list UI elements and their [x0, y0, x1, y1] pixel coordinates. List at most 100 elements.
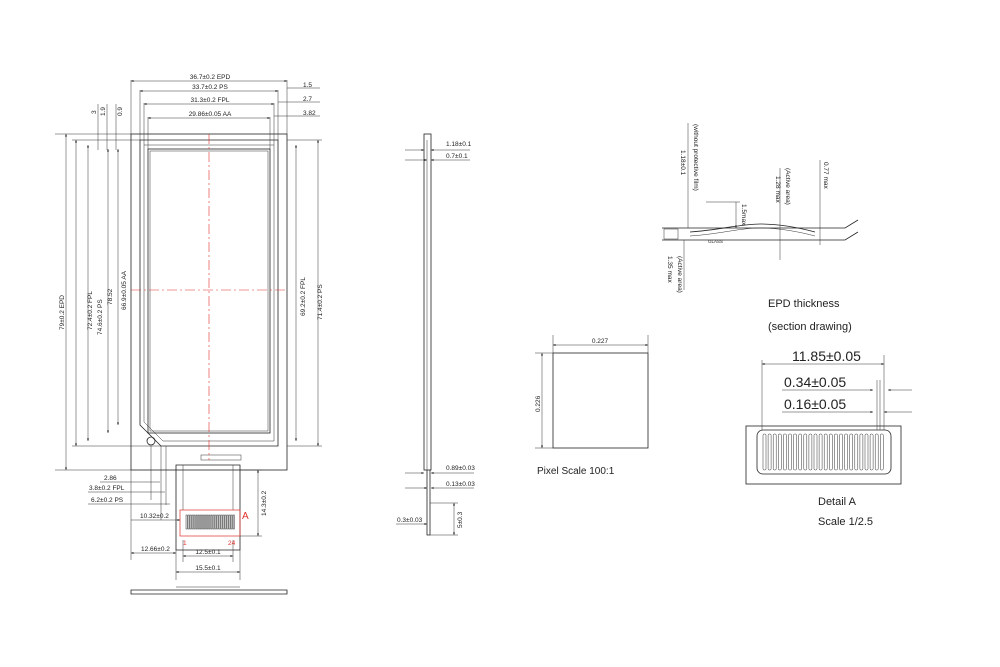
- detail-pin: [859, 433, 864, 471]
- detail-pin: [808, 433, 813, 471]
- detail-0-34: 0.34±0.05: [784, 374, 846, 390]
- fpc-contact: [204, 514, 206, 530]
- detail-11-85: 11.85±0.05: [792, 348, 861, 364]
- alignment-hole: [146, 436, 156, 446]
- side-dim-0-7: 0.7±0.1: [446, 153, 468, 160]
- fpl-outline: [143, 144, 275, 442]
- fpc-contact: [230, 514, 233, 530]
- detail-pin: [880, 433, 884, 471]
- detail-pin: [849, 433, 853, 471]
- dim-0-9: 0.9: [117, 107, 124, 116]
- dim-12-66-label: 12.66±0.2: [141, 546, 170, 553]
- side-panel: [423, 133, 432, 471]
- detail-title: Detail A: [818, 496, 857, 508]
- ps-outline: [139, 139, 279, 447]
- dim-3-82: 3.82: [303, 110, 316, 117]
- side-dim-1-18: 1.18±0.1: [446, 141, 472, 148]
- pixel-scale: 0.227 0.226 Pixel Scale 100:1: [535, 335, 649, 477]
- detail-pin: [818, 433, 823, 471]
- fpc-contact: [228, 514, 231, 530]
- dim-78-52-label: 78.52: [107, 288, 114, 305]
- fpc-contact: [206, 514, 208, 530]
- section-1-5-max: 1.5max: [740, 204, 747, 226]
- fpc-contact: [193, 514, 196, 530]
- epd-thickness-title: EPD thickness: [768, 298, 840, 310]
- pixel-height: 0.226: [535, 395, 542, 412]
- bottom-edge-view: [130, 589, 288, 595]
- side-fpc: [426, 470, 431, 536]
- detail-scale: Scale 1/2.5: [818, 516, 873, 528]
- detail-pin: [864, 433, 869, 471]
- dim-3: 3: [91, 110, 98, 114]
- fpc-contact: [222, 514, 225, 530]
- detail-pin: [793, 433, 797, 471]
- pixel-scale-label: Pixel Scale 100:1: [537, 466, 615, 477]
- fpc-contact: [220, 514, 223, 530]
- detail-pin: [874, 433, 879, 471]
- section-without-film: (without protective film): [692, 124, 699, 191]
- fpc-contacts: [185, 514, 235, 530]
- section-view: GLASS (without protective film) 1.18±0.1…: [662, 123, 859, 293]
- detail-pin: [762, 433, 767, 471]
- dim-fpl-width-label: 31.3±0.2 FPL: [191, 97, 230, 104]
- fpc-contact: [214, 514, 217, 530]
- detail-pin: [783, 433, 787, 471]
- fpc-contact: [187, 514, 190, 530]
- detail-a-callout: A: [242, 511, 249, 522]
- front-view: 36.7±0.2 EPD 33.7±0.2 PS 31.3±0.2 FPL 29…: [55, 74, 324, 595]
- detail-pin: [823, 433, 828, 471]
- dim-15-5-label: 15.5±0.1: [195, 565, 221, 572]
- dim-ps-height-right-label: 71.4±0.2 PS: [317, 284, 324, 320]
- detail-pin: [813, 433, 818, 471]
- detail-pin: [869, 433, 874, 471]
- detail-pin: [834, 433, 838, 471]
- dim-2-86: 2.86: [104, 475, 117, 482]
- detail-pins: [762, 433, 884, 471]
- fpc-stub: [200, 454, 242, 461]
- epd-thickness-subtitle: (section drawing): [768, 321, 852, 333]
- fpc-contact: [224, 514, 227, 530]
- pixel-square: [552, 352, 649, 449]
- dim-ps-width-label: 33.7±0.2 PS: [192, 84, 228, 91]
- fpc-contact: [185, 514, 188, 530]
- fpc-contact: [226, 514, 229, 530]
- dim-epd-width-label: 36.7±0.2 EPD: [190, 74, 231, 81]
- dim-10-32-label: 10.32±0.2: [140, 513, 169, 520]
- dim-fpl-height-right-label: 69.2±0.2 FPL: [300, 277, 307, 316]
- section-1-28-max: 1.28 max: [774, 176, 781, 203]
- side-dim-5-label: 5±0.3: [457, 511, 464, 528]
- detail-pin: [788, 433, 792, 471]
- dim-12-5-label: 12.5±0.1: [195, 549, 221, 556]
- fpc-contact: [216, 514, 219, 530]
- detail-pin: [854, 433, 859, 471]
- section-active-area-2: (Active area): [676, 256, 683, 293]
- pin-24-label: 24: [228, 540, 236, 547]
- glass-label: GLASS: [708, 239, 723, 244]
- section-active-area: (Active area): [784, 168, 791, 205]
- side-dim-0-89: 0.89±0.03: [446, 465, 475, 472]
- dim-ps-bottom: 6.2±0.2 PS: [91, 497, 124, 504]
- dim-epd-height-label: 79±0.2 EPD: [59, 295, 66, 330]
- section-film: [689, 223, 816, 233]
- dim-14-3-label: 14.3±0.2: [261, 490, 268, 516]
- fpc-contact: [200, 514, 202, 530]
- fpc-contact-box: [179, 509, 241, 537]
- dim-aa-width-label: 29.86±0.05 AA: [189, 111, 232, 118]
- section-0-77-max: 0.77 max: [822, 162, 829, 189]
- fpc-contact: [202, 514, 204, 530]
- section-1-18: 1.18±0.1: [679, 150, 686, 176]
- pixel-width: 0.227: [592, 338, 609, 345]
- detail-pin: [778, 433, 782, 471]
- dim-fpl-bottom: 3.8±0.2 FPL: [89, 485, 125, 492]
- fpc-contact: [232, 514, 235, 530]
- fpc-contact: [198, 514, 200, 530]
- dim-ps-height-label: 74.6±0.2 PS: [97, 299, 104, 335]
- fpc-contact: [212, 514, 215, 530]
- detail-pin: [803, 433, 808, 471]
- section-edge: [663, 228, 679, 240]
- fpc-contact: [191, 514, 194, 530]
- dim-2-7: 2.7: [303, 96, 312, 103]
- detail-0-16: 0.16±0.05: [784, 396, 846, 412]
- fpc-contact: [210, 514, 213, 530]
- fpc-contact: [208, 514, 211, 530]
